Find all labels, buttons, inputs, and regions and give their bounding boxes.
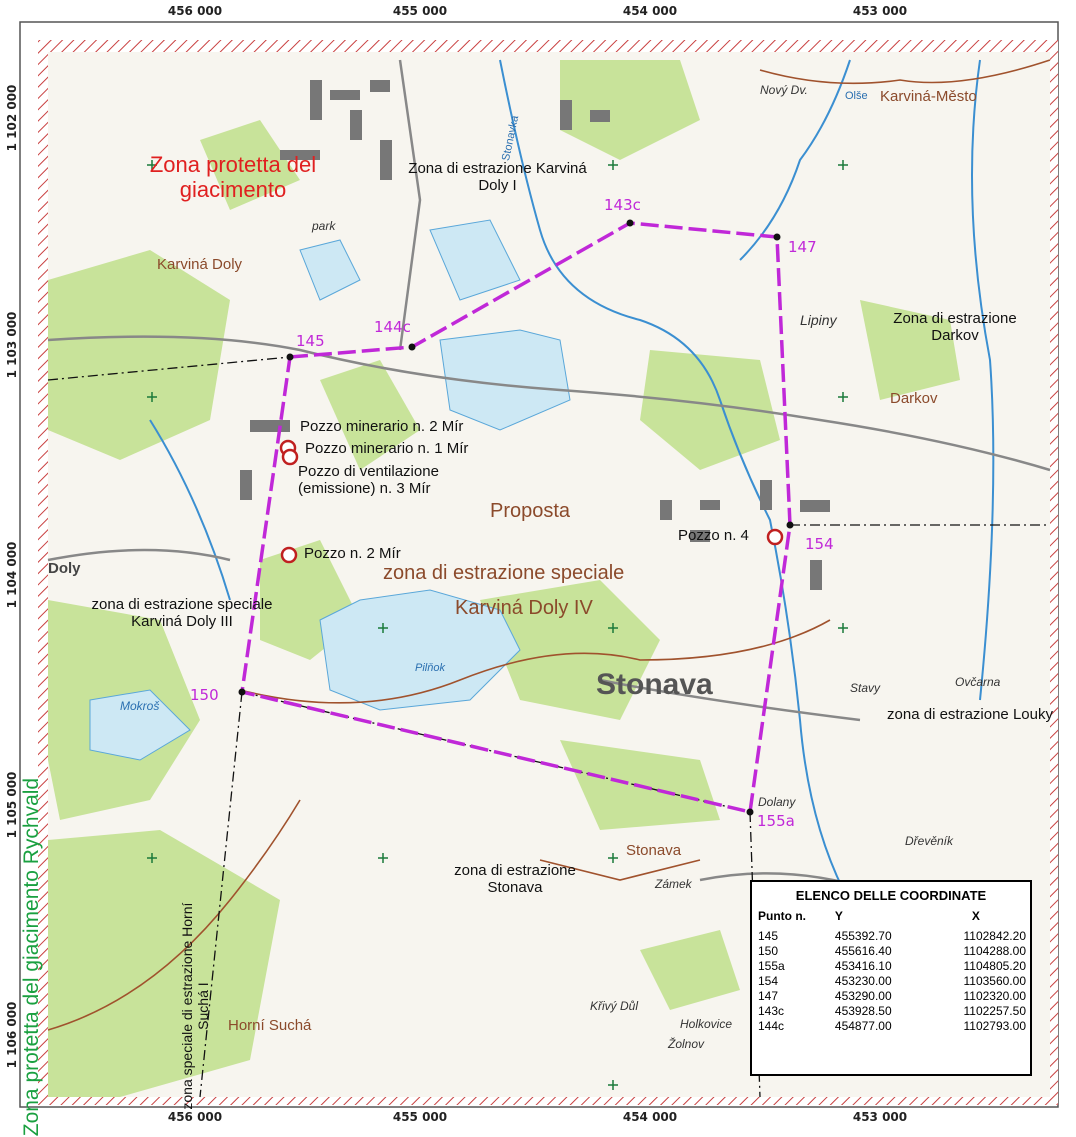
- cell: 1102793.00: [963, 1019, 1026, 1033]
- cell: 1104805.20: [963, 959, 1026, 973]
- point-label: 145: [296, 332, 325, 350]
- ventilation-shaft-label: Pozzo di ventilazione (emissione) n. 3 M…: [298, 463, 439, 498]
- darkov-label: Darkov: [890, 390, 938, 407]
- shaft-1-mir-label: Pozzo minerario n. 1 Mír: [305, 440, 469, 457]
- lipiny-label: Lipiny: [800, 312, 837, 328]
- table-row: 143c 453928.50 1102257.50: [758, 1004, 1026, 1019]
- point-label: 144c: [374, 318, 411, 336]
- proposed-boundary: [240, 221, 792, 815]
- grid-label-left: 1 103 000: [5, 311, 19, 379]
- boundary-vertices: [238, 219, 794, 816]
- ovcarna-label: Ovčarna: [955, 675, 1001, 689]
- grid-label-bottom: 456 000: [167, 1110, 223, 1124]
- mine-shaft-icons: [279, 439, 784, 564]
- proposal-label: Proposta: [490, 500, 571, 522]
- zolnov-label: Žolnov: [668, 1037, 705, 1051]
- shaft-n4-label: Pozzo n. 4: [678, 527, 749, 544]
- zone-karvina-doly-iii-label: zona di estrazione speciale Karviná Doly…: [91, 596, 273, 631]
- drevenik-label: Dřevěník: [905, 834, 954, 848]
- point-label: 150: [190, 686, 219, 704]
- zone-karvina-doly-i-label: Zona di estrazione Karviná Doly I: [408, 160, 587, 195]
- holkovice-label: Holkovice: [680, 1017, 733, 1031]
- protected-zone-label: Zona protetta del giacimento: [149, 152, 317, 203]
- rychvald-protected-zone-label: Zona protetta del giacimento Rychvald: [19, 777, 43, 1137]
- point-label: 154: [805, 535, 834, 553]
- table-row: 154 453230.00 1103560.00: [758, 974, 1026, 989]
- zone-stonava-label: zona di estrazione Stonava: [454, 862, 576, 897]
- point-label: 147: [788, 238, 817, 256]
- stavy-label: Stavy: [850, 681, 881, 695]
- cell: 143c: [758, 1004, 785, 1018]
- zamek-label: Zámek: [655, 877, 692, 891]
- lakes: [89, 219, 571, 761]
- grid-label-bottom: 453 000: [852, 1110, 908, 1124]
- novy-dv-label: Nový Dv.: [760, 83, 808, 97]
- coordinates-legend: ELENCO DELLE COORDINATE Punto n. Y X 145…: [750, 880, 1032, 1076]
- horni-sucha-label: Horní Suchá: [228, 1017, 312, 1034]
- grid-label-left: 1 106 000: [5, 1001, 19, 1069]
- grid-label-top: 454 000: [622, 4, 678, 18]
- grid-label-top: 453 000: [852, 4, 908, 18]
- karvina-doly-iv-label: Karviná Doly IV: [455, 597, 593, 619]
- zone-darkov-label: Zona di estrazione Darkov: [893, 310, 1017, 345]
- karvina-mesto-label: Karviná-Město: [880, 88, 977, 105]
- legend-header-point: Punto n.: [758, 909, 806, 923]
- grid-label-top: 455 000: [392, 4, 448, 18]
- zone-louky-label: zona di estrazione Louky: [887, 706, 1053, 723]
- cell: 454877.00: [834, 1019, 892, 1033]
- cell: 154: [758, 974, 779, 988]
- shaft-n2-label: Pozzo n. 2 Mír: [304, 545, 401, 562]
- point-label: 143c: [604, 196, 641, 214]
- cell: 455392.70: [834, 929, 892, 943]
- krivy-dul-label: Křivý Důl: [590, 999, 639, 1013]
- special-zone-label: zona di estrazione speciale: [383, 562, 625, 584]
- cell: 1102320.00: [963, 989, 1026, 1003]
- table-row: 144c 454877.00 1102793.00: [758, 1019, 1026, 1034]
- karvina-doly-label: Karviná Doly: [157, 256, 243, 273]
- table-row: 150 455616.40 1104288.00: [758, 944, 1026, 959]
- cell: 1102257.50: [963, 1004, 1026, 1018]
- dolany-label: Dolany: [758, 795, 796, 809]
- grid-label-top: 456 000: [167, 4, 223, 18]
- cell: 1104288.00: [963, 944, 1026, 958]
- buildings: [240, 80, 830, 590]
- legend-header-x: X: [971, 909, 980, 923]
- pilnok-lake-label: Pilňok: [415, 662, 445, 674]
- cell: 1102842.20: [963, 929, 1026, 943]
- coordinates-table: Punto n. Y X 145 455392.70 1102842.20 150 4…: [758, 907, 1026, 1034]
- cell: 145: [758, 929, 779, 943]
- cell: 155a: [758, 959, 785, 973]
- grid-label-bottom: 454 000: [622, 1110, 678, 1124]
- district-boundaries: [47, 59, 1051, 1031]
- table-row: 147 453290.00 1102320.00: [758, 989, 1026, 1004]
- stonava-town-label: Stonava: [596, 668, 713, 701]
- table-row: 155a 453416.10 1104805.20: [758, 959, 1026, 974]
- cell: 453230.00: [834, 974, 892, 988]
- cell: 455616.40: [834, 944, 892, 958]
- legend-header-y: Y: [834, 909, 843, 923]
- park-label: park: [312, 219, 336, 233]
- grid-marks: [147, 160, 848, 1090]
- cell: 144c: [758, 1019, 785, 1033]
- table-row: 145 455392.70 1102842.20: [758, 929, 1026, 944]
- zone-horni-sucha-i-label: zona speciale di estrazione Horní Suchá …: [178, 902, 211, 1110]
- olse-river-label: Olše: [845, 90, 868, 102]
- point-label: 155a: [757, 812, 795, 830]
- cell: 147: [758, 989, 779, 1003]
- cell: 453928.50: [834, 1004, 892, 1018]
- mokros-label: Mokroš: [120, 699, 160, 713]
- grid-label-bottom: 455 000: [392, 1110, 448, 1124]
- stonava-label: Stonava: [626, 842, 682, 859]
- grid-label-left: 1 105 000: [5, 771, 19, 839]
- legend-title: ELENCO DELLE COORDINATE: [795, 888, 987, 903]
- cell: 453290.00: [834, 989, 892, 1003]
- doly-label: Doly: [48, 560, 81, 577]
- cell: 150: [758, 944, 779, 958]
- cell: 453416.10: [834, 959, 892, 973]
- grid-label-left: 1 104 000: [5, 541, 19, 609]
- grid-label-left: 1 102 000: [5, 84, 19, 152]
- cell: 1103560.00: [963, 974, 1026, 988]
- shaft-2-mir-label: Pozzo minerario n. 2 Mír: [300, 418, 464, 435]
